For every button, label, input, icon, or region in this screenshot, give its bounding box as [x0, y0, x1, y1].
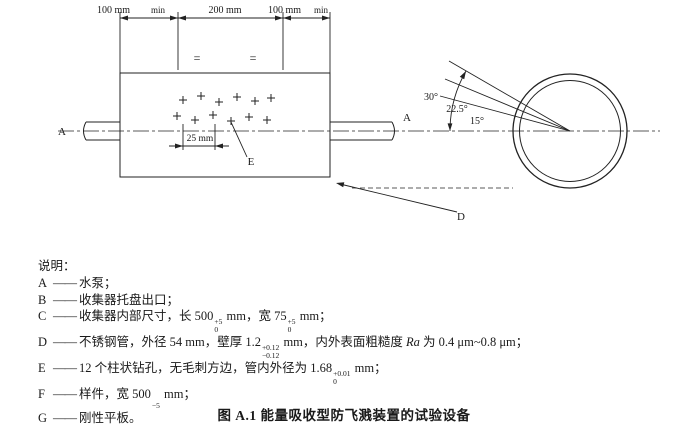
legend-item: F——样件，宽 500−5 mm； [38, 387, 196, 411]
holes-leader [230, 121, 248, 158]
figure-caption: 图 A.1 能量吸收型防飞溅装置的试验设备 [217, 408, 471, 423]
dim-label-right: 100 mm [268, 5, 301, 16]
legend-dash: —— [53, 292, 77, 307]
angle-30-label: 30° [424, 92, 438, 103]
legend-dash: —— [53, 309, 77, 324]
legend-dash: —— [53, 387, 77, 402]
legend-title: 说明： [38, 259, 76, 273]
tube-leader [336, 182, 458, 213]
pump-label: A [58, 126, 66, 138]
dim-label-left: 100 mm [97, 5, 130, 16]
legend-dash: —— [53, 335, 77, 350]
legend-dash: —— [53, 275, 77, 290]
equal-mark-2: = [250, 51, 257, 65]
legend-item: B——收集器托盘出口； [38, 292, 180, 307]
legend-dash: —— [53, 361, 77, 376]
angle-fan [439, 60, 571, 132]
tolerance-stack: +0.12−0.12 [261, 343, 280, 361]
legend-item: G——刚性平板。 [38, 411, 142, 426]
legend-key: E [38, 361, 46, 376]
legend-key: C [38, 309, 47, 324]
angle-15-label: 15° [470, 116, 484, 127]
tolerance-stack: −5 [151, 401, 160, 411]
figure-diagram: 100 mm min 200 mm 100 mm min = = [58, 5, 660, 223]
italic-symbol: Ra [406, 335, 420, 350]
dim-label-holes: 25 mm [187, 134, 214, 144]
collector-box [119, 72, 331, 178]
equal-mark-1: = [194, 51, 201, 65]
legend-item: A——水泵； [38, 275, 117, 290]
legend-key: B [38, 292, 47, 307]
angle-225-label: 22.5° [446, 104, 468, 115]
tube-label: D [457, 211, 465, 223]
legend-key: D [38, 335, 48, 350]
tube-cross-section [512, 73, 628, 189]
legend-key: A [38, 275, 48, 290]
angle-ref-label: A [403, 112, 411, 124]
holes-label: E [248, 156, 255, 168]
spray-holes [173, 92, 275, 125]
dim-label-mid: 200 mm [208, 5, 241, 16]
dim-label-right-min: min [314, 5, 329, 15]
legend-item: D——不锈钢管，外径 54 mm，壁厚 1.2+0.12−0.12 mm，内外表… [38, 335, 529, 361]
dim-label-left-min: min [151, 5, 166, 15]
dimension-top [119, 12, 331, 73]
legend-key: F [38, 387, 45, 402]
dimension-holes [169, 124, 229, 150]
legend-key: G [38, 411, 48, 426]
dimension-arrows [120, 15, 330, 21]
legend-dash: —— [53, 411, 77, 426]
